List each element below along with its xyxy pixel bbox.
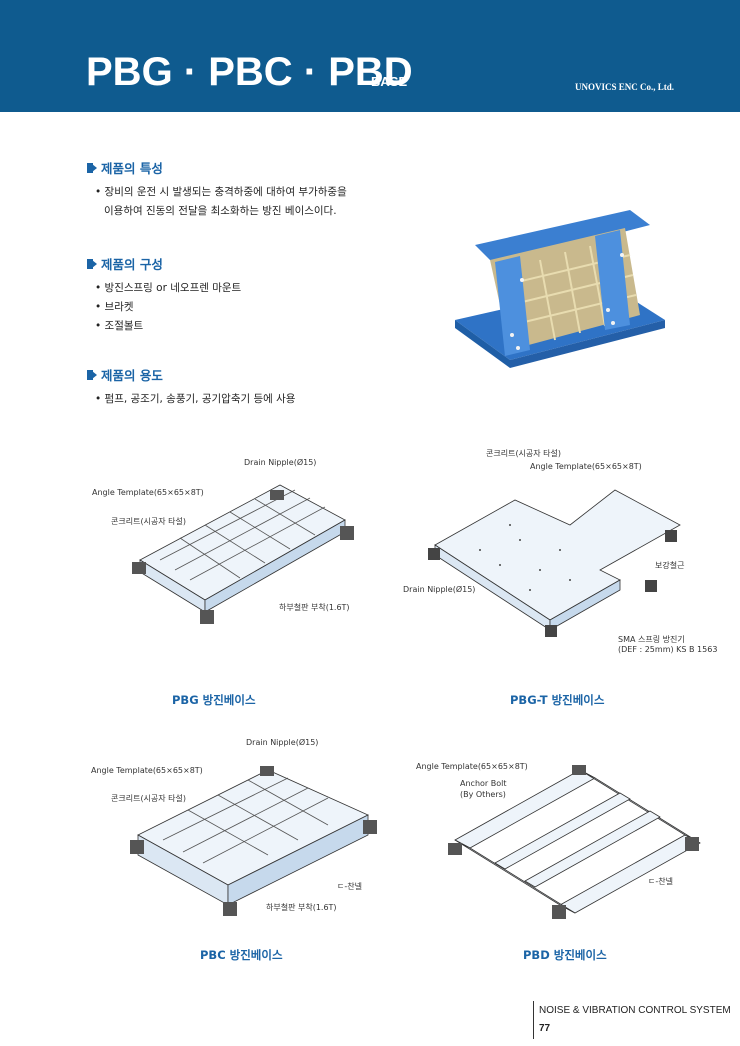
page-number: 77 (539, 1023, 551, 1034)
pbd-label-anchor-note: (By Others) (460, 790, 506, 799)
section-usage: 제품의 용도 펌프, 공조기, 송풍기, 공기압축기 등에 사용 (87, 365, 295, 409)
section-line: 이용하여 진동의 전달을 최소화하는 방진 베이스이다. (104, 205, 337, 217)
footer-system: NOISE & VIBRATION CONTROL SYSTEM (539, 1005, 731, 1016)
section-features: 제품의 특성 장비의 운전 시 발생되는 충격하중에 대하여 부가하중을 이용하… (87, 158, 347, 221)
pbc-label-drain: Drain Nipple(Ø15) (246, 738, 319, 747)
pbd-label-anchor: Anchor Bolt (460, 779, 507, 788)
section-line: 조절볼트 (95, 317, 241, 336)
page-title: PBG · PBC · PBD (86, 50, 413, 94)
pbgt-label-drain: Drain Nipple(Ø15) (403, 585, 476, 594)
pbgt-label-spring-spec: (DEF : 25mm) KS B 1563 (618, 645, 718, 654)
pbg-diagram (132, 484, 354, 624)
section-arrow-icon (87, 369, 97, 380)
pbg-label-angle: Angle Template(65×65×8T) (92, 488, 204, 497)
section-heading: 제품의 용도 (101, 368, 163, 383)
company-name: UNOVICS ENC Co., Ltd. (575, 82, 675, 92)
pbc-label-concrete: 콘크리트(시공자 타설) (111, 794, 187, 803)
section-line: 방진스프링 or 네오프렌 마운트 (95, 279, 242, 298)
pbgt-diagram (428, 489, 681, 637)
pbgt-label-spring: SMA 스프링 방진기 (618, 635, 685, 644)
product-photo (455, 210, 665, 368)
pbd-label-angle: Angle Template(65×65×8T) (416, 762, 528, 771)
section-composition: 제품의 구성 방진스프링 or 네오프렌 마운트 브라켓 조절볼트 (87, 254, 241, 336)
pbc-label-channel: ㄷ-찬넬 (337, 882, 362, 891)
pbd-diagram (448, 765, 701, 919)
pbgt-label-concrete: 콘크리트(시공자 타설) (486, 449, 562, 458)
pbgt-label-rebar: 보강철근 (655, 561, 685, 570)
pbc-diagram (130, 766, 377, 916)
pbg-caption: PBG 방진베이스 (172, 693, 256, 707)
footer-divider (533, 1001, 534, 1039)
pbd-label-channel: ㄷ-찬넬 (648, 877, 673, 886)
pbg-label-drain: Drain Nipple(Ø15) (244, 458, 317, 467)
page-subtitle: BASE (371, 74, 408, 89)
section-line: 장비의 운전 시 발생되는 충격하중에 대하여 부가하중을 (95, 183, 347, 202)
pbg-label-plate: 하부철판 부착(1.6T) (279, 603, 350, 612)
pbc-label-plate: 하부철판 부착(1.6T) (266, 903, 337, 912)
section-line: 브라켓 (95, 298, 241, 317)
header-banner: PBG · PBC · PBD BASE UNOVICS ENC Co., Lt… (0, 0, 740, 112)
pbc-caption: PBC 방진베이스 (200, 948, 283, 962)
pbc-label-angle: Angle Template(65×65×8T) (91, 766, 203, 775)
section-heading: 제품의 특성 (101, 161, 163, 176)
section-arrow-icon (87, 258, 97, 269)
pbgt-caption: PBG-T 방진베이스 (510, 693, 605, 707)
section-line: 펌프, 공조기, 송풍기, 공기압축기 등에 사용 (95, 390, 296, 409)
pbgt-label-angle: Angle Template(65×65×8T) (530, 462, 642, 471)
section-arrow-icon (87, 162, 97, 173)
pbd-caption: PBD 방진베이스 (523, 948, 607, 962)
pbg-label-concrete: 콘크리트(시공자 타설) (111, 517, 187, 526)
section-heading: 제품의 구성 (101, 257, 163, 272)
